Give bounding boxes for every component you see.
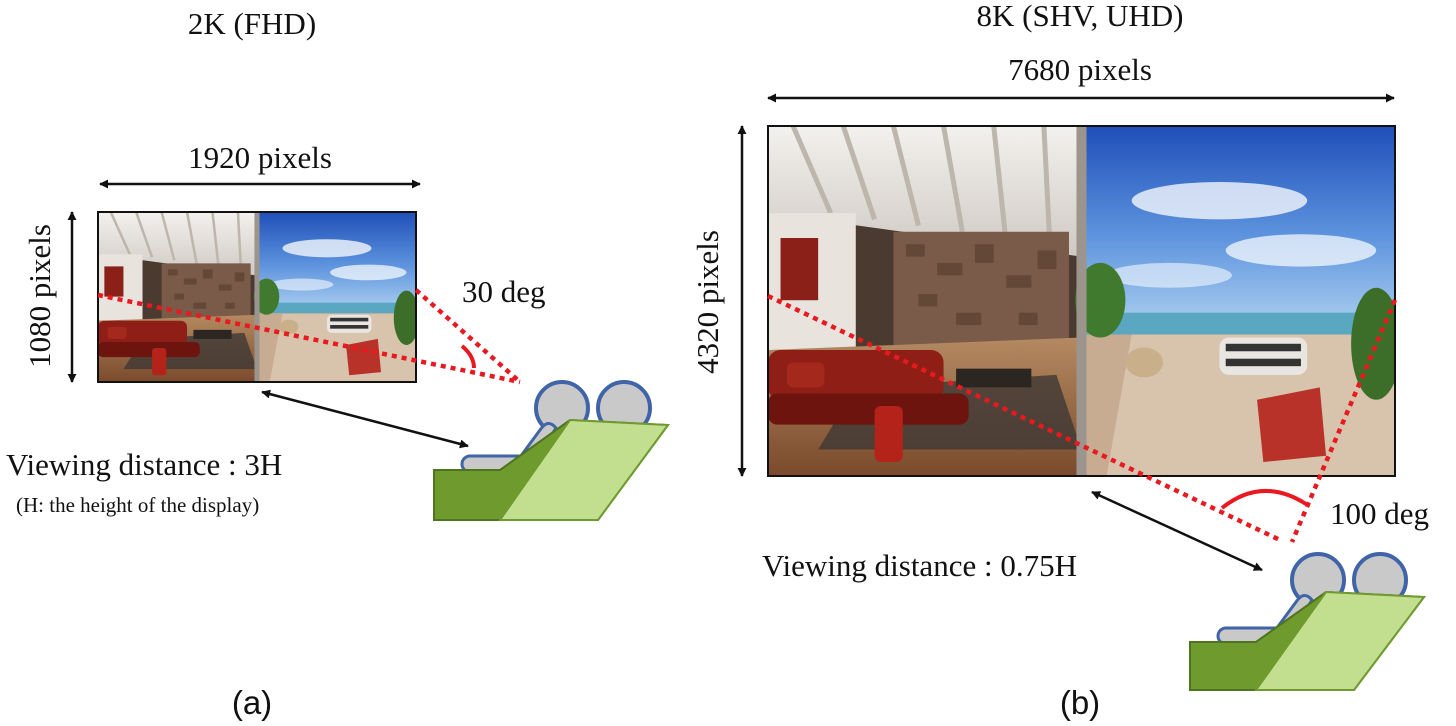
panel-a-angle-label: 30 deg [462,274,546,309]
panel-a-height-label: 1080 pixels [22,224,57,368]
panel-b-distance-arrow [1091,490,1263,572]
panel-a-distance-label: Viewing distance : 3H [6,447,282,482]
panel-b-title: 8K (SHV, UHD) [977,0,1184,33]
panel-a-display [97,211,417,383]
panel-b-display [767,125,1396,477]
panel-a: 2K (FHD) 1920 pixels 1080 pixels 30 deg … [6,6,670,721]
panel-b-distance-label: Viewing distance : 0.75H [762,548,1077,583]
panel-a-angle-arc [460,344,476,369]
panel-a-caption: (a) [232,684,272,721]
panel-a-title: 2K (FHD) [188,6,316,41]
panel-b-angle-label: 100 deg [1330,496,1429,531]
panel-a-distance-arrow [261,389,469,449]
panel-a-width-label: 1920 pixels [188,140,332,175]
panel-b: 8K (SHV, UHD) 7680 pixels 4320 pixels 10… [690,0,1429,721]
panel-a-note: (H: the height of the display) [16,493,259,517]
panel-a-sight-lines [97,288,522,385]
panel-b-height-label: 4320 pixels [690,230,725,374]
panel-a-viewer-seat [433,380,670,521]
panel-b-angle-arc [1220,489,1308,510]
panel-b-width-label: 7680 pixels [1008,52,1152,87]
panel-b-viewer-seat [1189,552,1426,691]
panel-b-caption: (b) [1060,684,1100,721]
